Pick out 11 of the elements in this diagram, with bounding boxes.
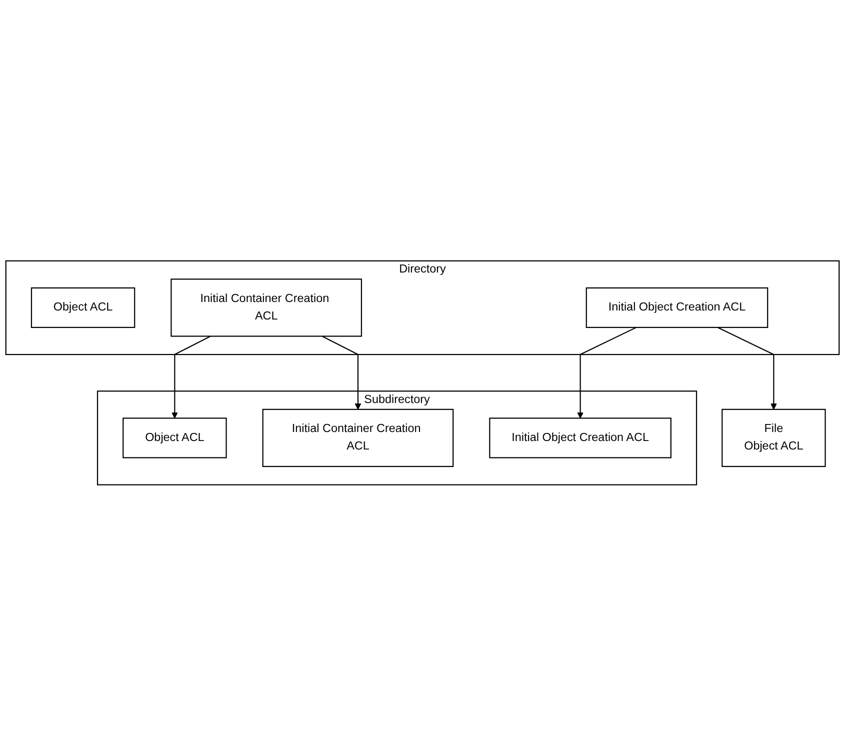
node-box: Initial Object Creation ACL — [489, 417, 672, 458]
arrow — [577, 326, 636, 418]
arrow — [718, 326, 777, 410]
node-box: Object ACL — [30, 287, 136, 328]
node-box: Object ACL — [122, 417, 227, 458]
node-box: Initial Object Creation ACL — [586, 287, 768, 328]
node-box: Initial Container Creation ACL — [170, 278, 362, 336]
node-box: File Object ACL — [722, 408, 826, 467]
node-box: Initial Container Creation ACL — [262, 408, 454, 467]
arrow — [171, 335, 211, 418]
arrow — [322, 335, 362, 410]
